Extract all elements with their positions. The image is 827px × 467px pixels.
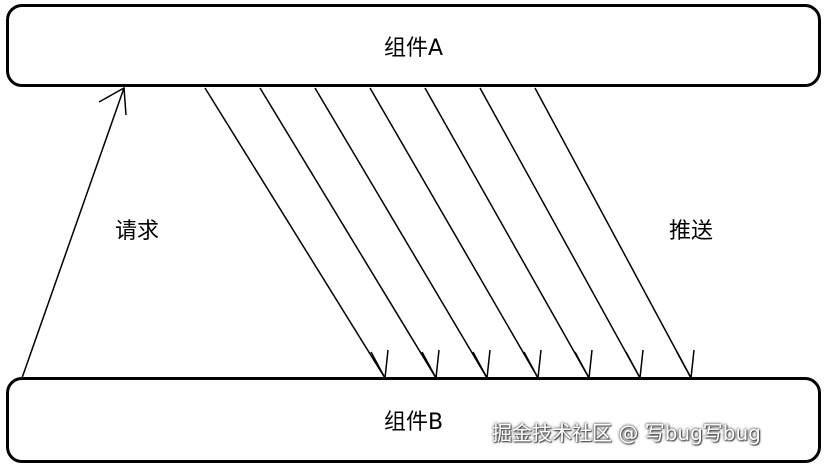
push-arrow (259, 87, 440, 381)
watermark: 掘金技术社区 @ 写bug写bug (492, 421, 761, 445)
push-arrows (204, 87, 695, 381)
push-label: 推送 (669, 219, 714, 244)
push-arrow (314, 87, 491, 381)
component-b-box: 组件B (6, 377, 821, 463)
request-label: 请求 (115, 219, 160, 244)
component-b-label: 组件B (383, 410, 444, 435)
push-arrow (204, 87, 389, 381)
push-arrow (479, 87, 644, 381)
component-a-label: 组件A (383, 35, 444, 61)
component-a-box: 组件A (6, 4, 821, 87)
push-arrow (424, 87, 593, 381)
push-arrow (369, 87, 542, 381)
request-arrow (21, 86, 127, 379)
